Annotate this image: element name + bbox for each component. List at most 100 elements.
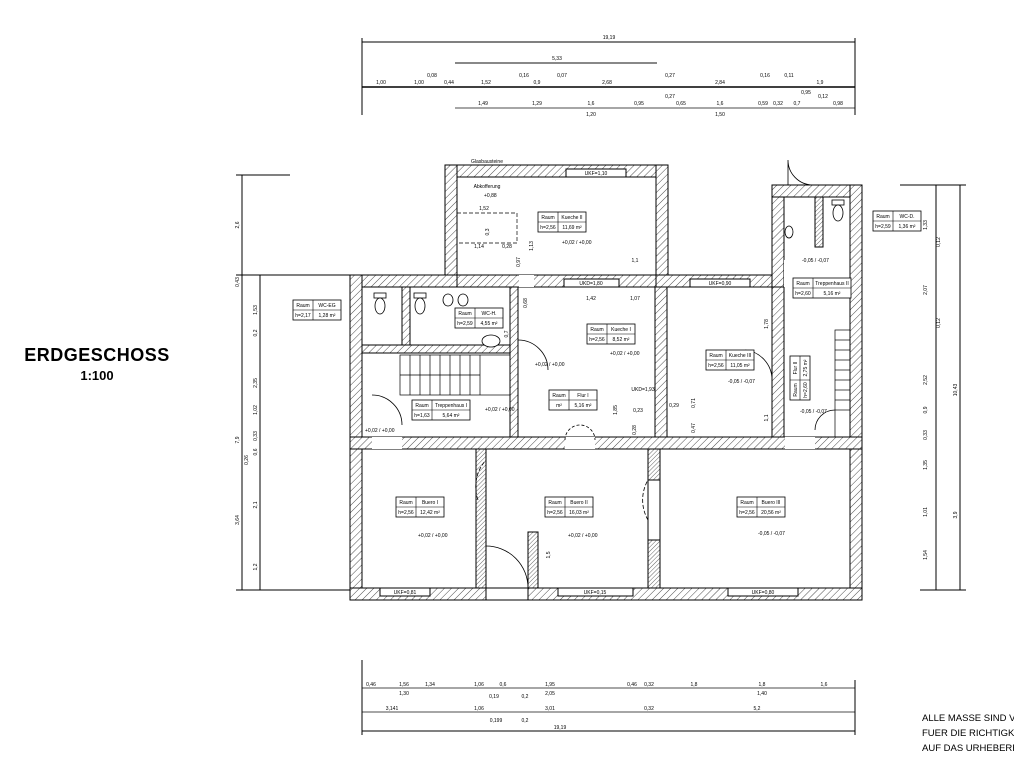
dim: 1,07 [630,296,640,302]
room-h: h=2,56 [739,510,755,516]
dim: 2,05 [545,691,555,697]
glass-block-label: Glasbausteine [471,159,503,165]
sink-icon [481,225,794,348]
dim: 2,84 [715,80,725,86]
staircase [399,212,851,438]
dim: 1,30 [399,691,409,697]
dim: 0,6 [500,682,507,688]
level-marker: +0,88 [484,193,497,199]
dim: 1,6 [588,101,595,107]
top-dimensions [361,38,856,115]
room-name: WC-H. [482,311,497,317]
dim: 0,27 [665,94,675,100]
drawing-title: ERDGESCHOSS [24,345,170,365]
dim: 1,49 [478,101,488,107]
room-raum: Raum [552,393,565,399]
svg-text:UKF=0,80: UKF=0,80 [752,590,775,596]
dim: 1,6 [821,682,828,688]
note-line: AUF DAS URHEBERRE [922,743,1014,754]
window: UKD=1,80 [563,278,620,288]
room-name: WC-D. [900,214,915,220]
dim: 0,2 [522,694,529,700]
room-raum: Raum [876,214,889,220]
dim: 2,52 [923,375,929,385]
dim: 0,11 [784,73,794,79]
room-area: 1,28 m² [319,313,336,319]
room-h: h=2,56 [708,363,724,369]
window: UKF=0,15 [557,587,634,597]
dim: 1,06 [474,682,484,688]
dim: 19,19 [554,725,567,731]
level-marker: -0,05 / -0,07 [728,379,755,385]
dim: 1,9 [817,80,824,86]
bottom-dimensions [361,660,856,735]
dim: 3,9 [953,511,959,518]
room-raum: Raum [796,281,809,287]
dim: 0,71 [691,398,697,408]
dim-span: 5,33 [552,56,562,62]
dim: 0,12 [936,318,942,328]
window: UKF=0,80 [727,587,799,597]
level-marker: +0,02 / +0,00 [568,533,598,539]
dim: 0,43 [235,277,241,287]
dim: 0,12 [936,237,942,247]
dim: 5,2 [754,706,761,712]
door-swings [371,159,836,589]
dim: 0,12 [818,94,828,100]
dim: 3,64 [235,515,241,525]
room-name: Kueche II [561,215,582,221]
dim: 0,29 [669,403,679,409]
note-line: ALLE MASSE SIND VE [922,713,1014,724]
dim: 1,06 [474,706,484,712]
left-dimensions [236,174,350,591]
dim: 0,7 [504,330,510,337]
room-raum: Raum [296,303,309,309]
dim: 0,19 [489,694,499,700]
room-area: 16,03 m² [569,510,589,516]
dim-overall: 19,19 [603,35,616,41]
room-area: 4,55 m² [481,321,498,327]
dim: 1,34 [425,682,435,688]
svg-text:UKF=0,81: UKF=0,81 [394,590,417,596]
window: UKF=0,81 [379,587,431,597]
dim: 0,7 [794,101,801,107]
room-raum: Raum [415,403,428,409]
dim: 0,95 [634,101,644,107]
drawing-scale: 1:100 [80,368,114,383]
dim: 1,42 [586,296,596,302]
dim: 1,56 [399,682,409,688]
dim: 1,00 [414,80,424,86]
dim: 0,33 [253,431,259,441]
dim: 1,52 [479,206,489,212]
room-name: Treppenhaus II [815,281,848,287]
room-area: 5,16 m² [575,403,592,409]
level-marker: -0,05 / -0,07 [800,409,827,415]
dim: 1,29 [532,101,542,107]
window: UKF=1,10 [565,168,627,178]
dim: 0,3 [485,228,491,235]
bottom-dimension-labels: 0,46 1,56 1,34 1,06 0,6 1,95 0,46 0,32 1… [366,682,828,731]
svg-text:UKD=1,80: UKD=1,80 [579,281,602,287]
dim: 3,141 [386,706,399,712]
dim: 0,95 [801,90,811,96]
level-marker: +0,02 / +0,00 [365,428,395,434]
dim: 7,9 [235,436,241,443]
dim: 0,07 [557,73,567,79]
room-area: 11,05 m² [730,363,750,369]
window-label: UKD=1,93 [631,387,654,393]
room-name: Flur II [793,362,799,375]
room-area: 1,36 m² [899,224,916,230]
dim: 0,98 [833,101,843,107]
dim: 1,54 [923,550,929,560]
room-area: 5,64 m² [443,413,460,419]
level-marker: +0,02 / +0,00 [535,362,565,368]
dim: 0,65 [676,101,686,107]
left-dimension-labels: 2,6 0,43 7,9 1,53 0,2 2,35 1,02 0,33 0,2… [235,221,259,570]
room-raum: Raum [793,383,799,396]
